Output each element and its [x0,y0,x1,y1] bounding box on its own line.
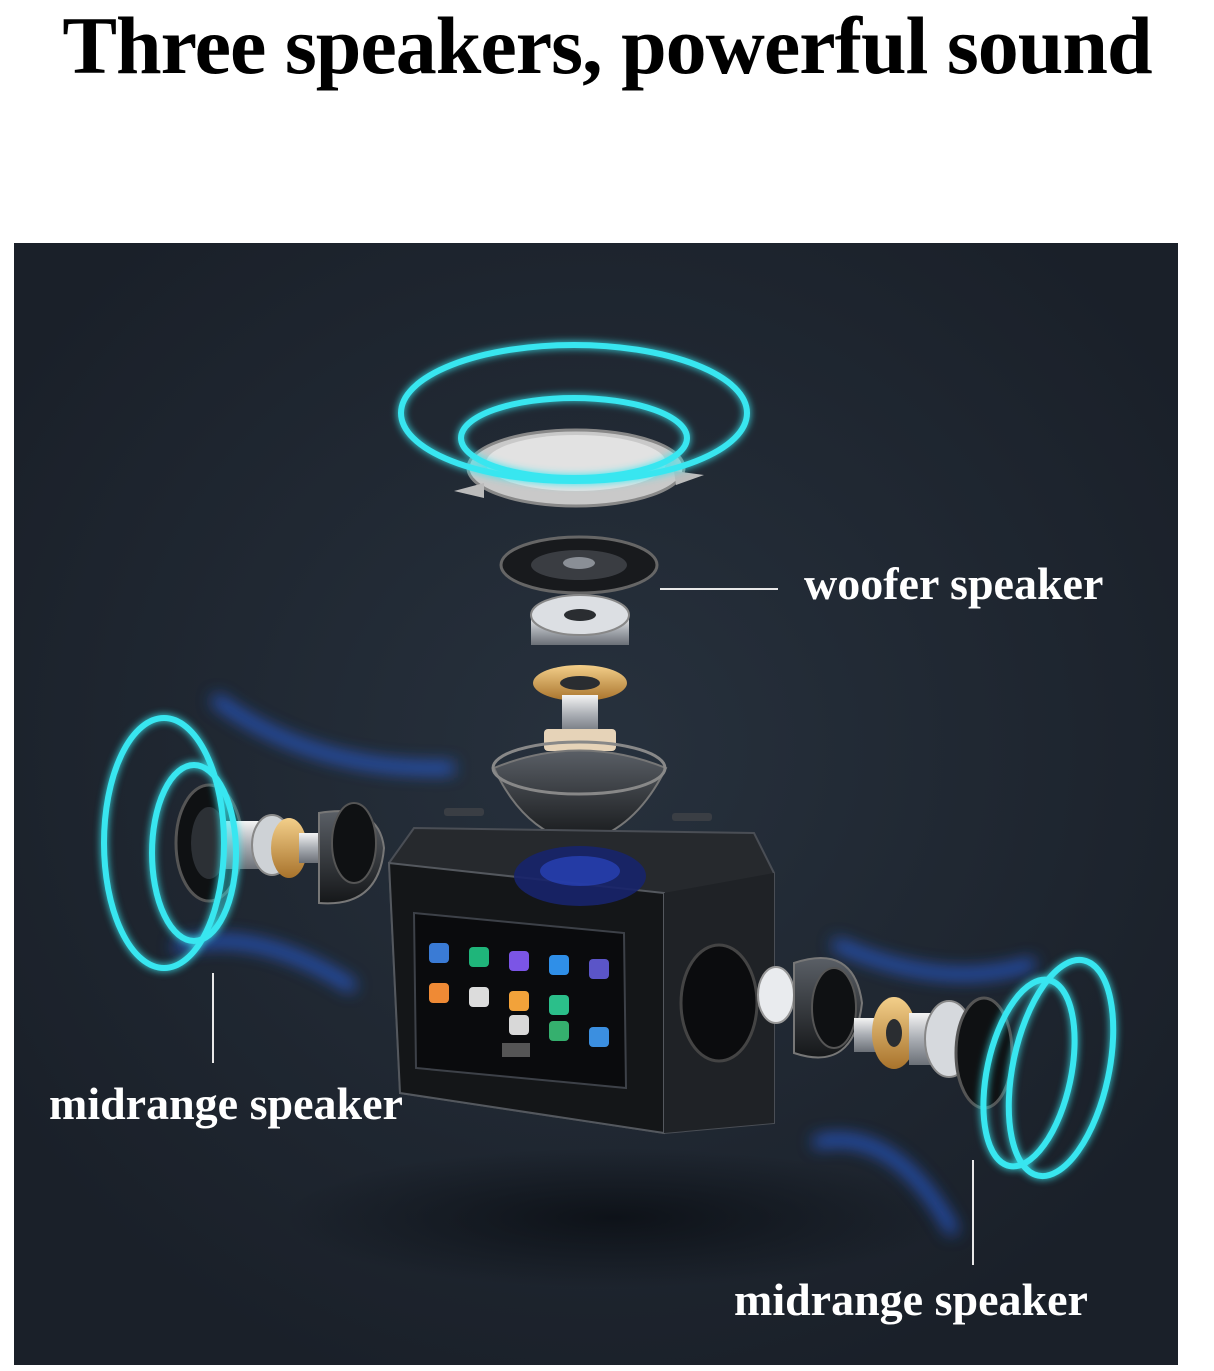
headline: Three speakers, powerful sound [62,0,1152,91]
left-sound-rings [101,715,239,971]
left-midrange-parts [174,783,386,905]
woofer-cone [499,535,659,595]
woofer-magnet-stack [530,594,630,751]
floor-shadow [284,1148,944,1288]
app-icons [429,943,609,1047]
woofer-leader-line [660,588,778,590]
woofer-speaker-label: woofer speaker [804,558,1104,609]
product-image-panel: woofer speaker midrange speaker midrange… [14,243,1178,1365]
top-sound-rings [398,342,750,484]
right-midrange-speaker-label: midrange speaker [734,1274,1088,1325]
right-sound-rings [980,956,1117,1180]
left-midrange-leader-line [212,973,214,1063]
right-midrange-leader-line [972,1160,974,1265]
left-midrange-speaker-label: midrange speaker [49,1078,403,1129]
right-midrange-parts [757,957,1014,1110]
exploded-speaker-illustration [14,243,1178,1365]
touch-screen [412,911,628,1090]
